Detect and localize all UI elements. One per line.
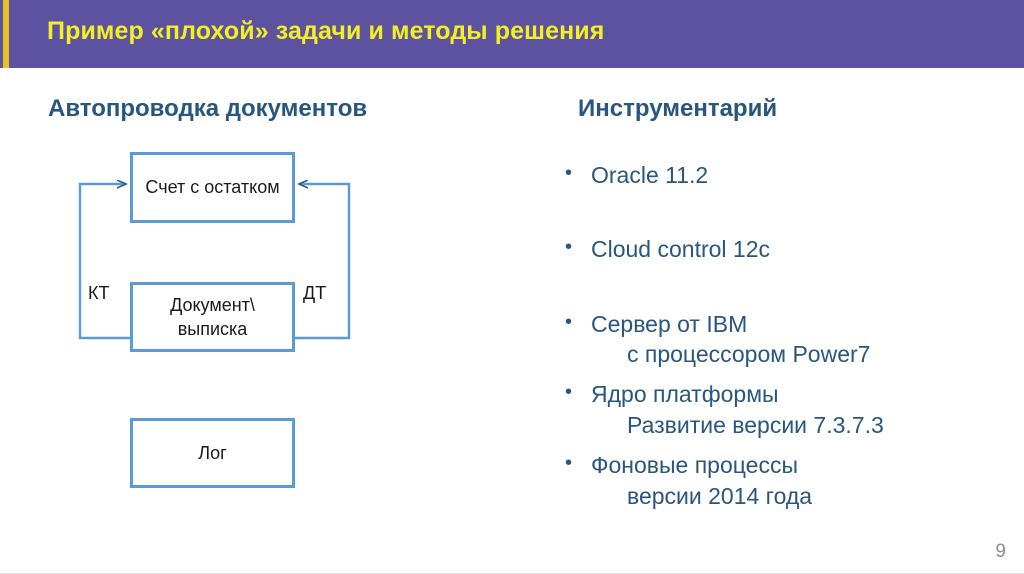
page-number: 9 [995,541,1006,562]
flow-diagram: Счет с остатком Документ\ выписка Лог КТ… [78,152,351,488]
diagram-node-log[interactable]: Лог [130,418,295,488]
list-item-title: Фоновые процессы [591,452,798,479]
list-item[interactable]: • Oracle 11.2 [565,160,1015,190]
list-item[interactable]: • Ядро платформы Развитие версии 7.3.7.3 [565,379,1015,440]
page-title: Пример «плохой» задачи и методы решения [47,17,605,45]
list-item-label: Cloud control 12c [591,236,770,263]
diagram-node-document[interactable]: Документ\ выписка [130,282,295,352]
toolset-list: • Oracle 11.2 • Cloud control 12c • Серв… [565,160,1015,511]
bullet-dot-icon: • [565,381,573,404]
list-item-label: Oracle 11.2 [591,162,709,188]
list-item-subtitle: Развитие версии 7.3.7.3 [627,411,884,438]
bullet-dot-icon: • [565,452,573,475]
list-item-label: Ядро платформы Развитие версии 7.3.7.3 [591,379,1015,440]
list-item[interactable]: • Фоновые процессы версии 2014 года [565,450,1015,511]
connector-dt [295,184,351,340]
edge-label-kt: КТ [88,283,110,303]
list-item[interactable]: • Сервер от IBM с процессором Power7 [565,309,1015,370]
list-item-label: Сервер от IBM с процессором Power7 [591,309,1015,370]
connector-kt [78,184,130,340]
list-item[interactable]: • Cloud control 12c [565,234,1015,264]
edge-label-dt: ДТ [303,283,327,303]
bullet-dot-icon: • [565,236,573,259]
bullet-dot-icon: • [565,310,573,333]
bullet-dot-icon: • [565,162,573,184]
list-item-subtitle: версии 2014 года [627,482,813,509]
header-accent-bar [3,0,9,68]
right-column-heading: Инструментарий [578,95,778,122]
list-item-label: Фоновые процессы версии 2014 года [591,450,1015,511]
left-column-heading: Автопроводка документов [48,95,368,122]
list-item-subtitle: с процессором Power7 [627,341,871,368]
slide-header-band: Пример «плохой» задачи и методы решения [0,0,1024,68]
diagram-node-account[interactable]: Счет с остатком [130,152,295,223]
list-item-title: Ядро платформы [591,381,779,408]
list-item-title: Сервер от IBM [591,310,748,337]
